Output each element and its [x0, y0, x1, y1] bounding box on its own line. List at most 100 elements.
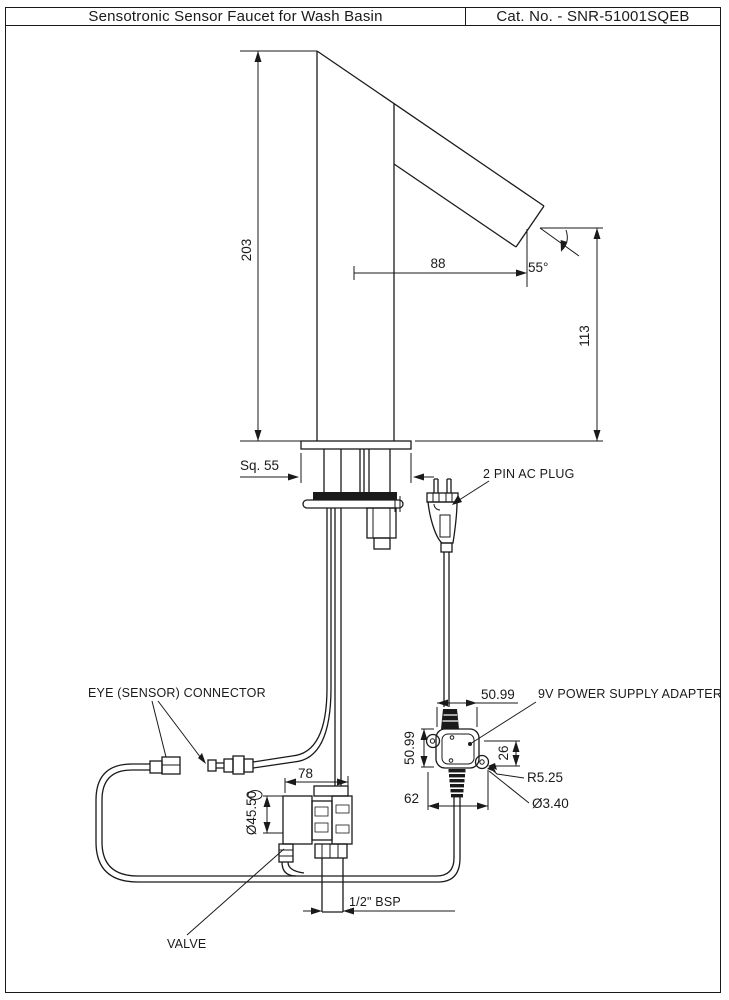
connector-b-neck [216, 762, 224, 769]
dim-valve-length-text: 78 [298, 766, 313, 781]
plug-body [427, 501, 458, 544]
valve-inlet-nut [313, 785, 349, 797]
eye-leaders [151, 700, 205, 763]
valve-slot-2 [314, 822, 329, 833]
connector-b-latch [232, 755, 245, 775]
valve-outlet-facets [321, 844, 339, 858]
cable-loop [95, 763, 461, 883]
valve-assembly [247, 785, 353, 913]
callout-labels: 2 PIN AC PLUG EYE (SENSOR) CONNECTOR 9V … [88, 467, 722, 951]
valve-outlet-fitting [314, 843, 348, 859]
dim-113: 113 [415, 228, 603, 442]
adapter-bottom-gland [448, 769, 466, 798]
faucet-outline [300, 50, 545, 450]
label-ac-plug: 2 PIN AC PLUG [483, 467, 575, 481]
dim-203: 203 [239, 50, 317, 442]
valve-leader [186, 848, 285, 936]
adapter-screw-bottom [448, 758, 454, 763]
valve-solenoid [282, 795, 313, 845]
dim-tip-to-deck: 113 [577, 325, 592, 347]
dim-sq55: Sq. 55 [240, 453, 434, 483]
valve-terminal [247, 790, 263, 800]
outlet-pipe [321, 858, 344, 913]
dim-55deg: 55° [528, 227, 603, 275]
plug-slot [439, 514, 451, 538]
dim-adapter-depth-text: 26 [496, 745, 511, 760]
adapter-top-gland [441, 709, 459, 729]
threaded-stud [373, 537, 391, 550]
label-eye-connector: EYE (SENSOR) CONNECTOR [88, 686, 266, 700]
connector-a-ferrule [149, 760, 163, 774]
adapter-body [435, 728, 480, 769]
dim-adapter-overall-text: 62 [404, 791, 419, 806]
dim-corner-radius: R5.25 [527, 770, 563, 785]
dim-valve-length: 78 [284, 766, 349, 793]
valve-slot-4 [335, 824, 350, 834]
valve-slot-3 [335, 804, 350, 814]
cable-loop-outer [95, 763, 461, 883]
valve-cable-a [281, 861, 297, 877]
gasket [313, 492, 397, 500]
dim-base-square: Sq. 55 [240, 458, 279, 473]
mounting-washer [302, 499, 404, 509]
drawing-title: Sensotronic Sensor Faucet for Wash Basin [88, 8, 383, 25]
connector-b-seg2 [243, 758, 254, 773]
plug-face-notches [432, 493, 453, 502]
title-bar: Sensotronic Sensor Faucet for Wash Basin… [6, 8, 720, 26]
dim-hole-dia: Ø3.40 [532, 796, 569, 811]
plug-arc-detail [433, 503, 441, 511]
faucet-base-plate [300, 440, 412, 450]
adapter-right-ear-hole [479, 759, 485, 765]
dia340-leader [488, 770, 530, 804]
dim-adapter-height: 50.99 [402, 728, 434, 768]
sensor-connector-pair [149, 755, 254, 775]
plug-leader [455, 480, 490, 503]
valve-cable-b [287, 861, 305, 874]
catalog-number: Cat. No. - SNR-51001SQEB [465, 8, 720, 25]
dim-adapter-depth: 26 [484, 740, 520, 767]
dim-adapter-height-text: 50.99 [402, 731, 417, 765]
dim-valve-dia-text: Ø45.50 [244, 791, 259, 835]
mounting-assembly [252, 449, 404, 786]
adapter-right-ear [474, 754, 490, 770]
faucet-spout-end [515, 205, 545, 248]
dim-valve-dia: Ø45.50 [244, 791, 283, 835]
supply-pipe [334, 508, 342, 786]
faucet-spout-top [316, 50, 545, 207]
valve-gland-ribs [279, 849, 293, 857]
adapter-left-ear [425, 733, 441, 749]
adapter-leader [469, 701, 537, 745]
label-bsp: 1/2" BSP [349, 895, 401, 909]
sensor-cable-a [252, 508, 328, 763]
dim-adapter-width-text: 50.99 [481, 687, 515, 702]
valve-slot-1 [314, 806, 329, 817]
adapter-gland-ribs [442, 714, 458, 722]
valve-body-right [331, 795, 353, 845]
adapter-left-ear-hole [429, 738, 436, 744]
dim-adapter-overall: 62 [404, 770, 489, 810]
connector-b-seg1 [223, 758, 234, 773]
label-power-adapter: 9V POWER SUPPLY ADAPTER [538, 687, 722, 701]
connector-b-tip [207, 759, 217, 772]
dim-spout-angle: 55° [528, 260, 548, 275]
dim-adapter-width: 50.99 [436, 687, 518, 727]
dim-bsp: 1/2" BSP [303, 895, 455, 915]
plug-face [426, 492, 459, 503]
plug-strain-relief [440, 542, 453, 553]
power-adapter [425, 709, 490, 798]
cable-loop-inner [101, 769, 455, 877]
dim-spout-reach: 88 [430, 256, 445, 271]
faucet-spout-bottom [393, 163, 517, 248]
washer-clip [394, 496, 401, 512]
ac-plug [426, 478, 459, 707]
plug-pins [433, 478, 452, 493]
nut-facets [372, 508, 391, 538]
sensor-cable-b [252, 508, 332, 769]
adapter-screw-top [449, 735, 455, 740]
dim-spout-height: 203 [239, 239, 254, 262]
mounting-shank-lines [323, 449, 391, 492]
label-valve: VALVE [167, 937, 206, 951]
plug-cable [443, 552, 450, 707]
callout-leaders [151, 480, 537, 936]
